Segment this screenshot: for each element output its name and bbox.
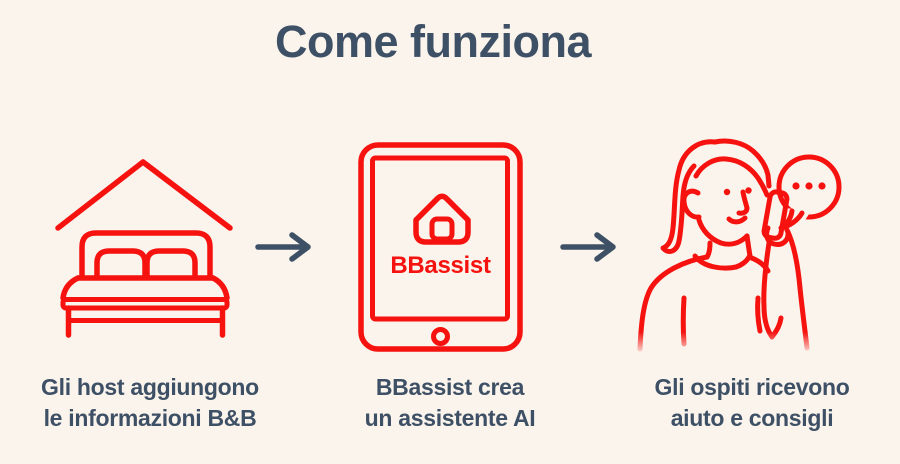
step-caption-assistant: BBassist crea un assistente AI: [330, 372, 570, 434]
double-bed-icon: [60, 230, 230, 338]
home-app-icon: [413, 193, 471, 245]
caption-line: Gli ospiti ricevono: [654, 374, 850, 400]
step-caption-hosts: Gli host aggiungono le informazioni B&B: [20, 372, 280, 434]
caption-line: aiuto e consigli: [670, 405, 834, 431]
app-name-label: BBassist: [390, 252, 491, 279]
caption-line: BBassist crea: [375, 374, 525, 400]
guest-on-phone-icon: [630, 138, 860, 355]
speech-bubble-icon: [776, 154, 842, 231]
bed-under-roof-icon: [55, 159, 233, 338]
tablet-app-icon: BBassist: [358, 142, 523, 352]
step-caption-guests: Gli ospiti ricevono aiuto e consigli: [620, 372, 884, 434]
caption-line: un assistente AI: [364, 405, 536, 431]
caption-line: Gli host aggiungono: [41, 374, 259, 400]
roof-icon: [55, 159, 233, 231]
home-button-icon: [431, 327, 450, 346]
arrow-right-icon: [560, 232, 616, 262]
caption-line: le informazioni B&B: [43, 405, 257, 431]
arrow-right-icon: [255, 232, 311, 262]
page-title: Come funziona: [275, 16, 592, 67]
phone-icon: [761, 189, 790, 241]
fade-overlay: [630, 332, 860, 355]
